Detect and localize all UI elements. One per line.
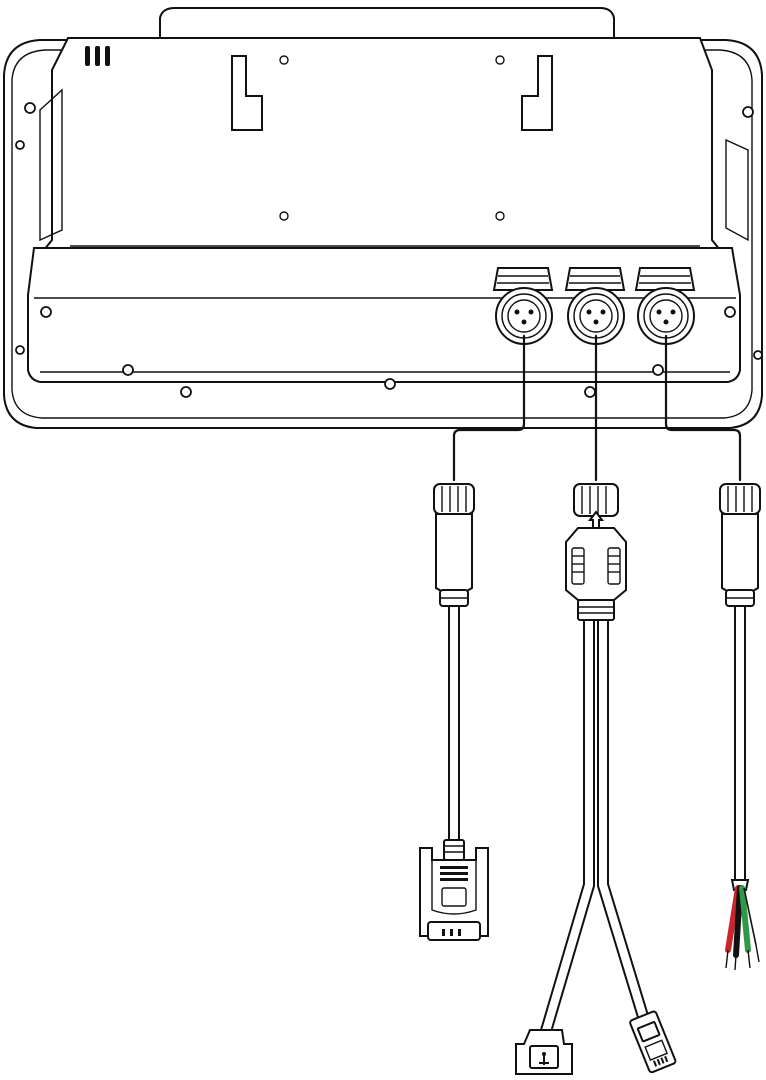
connector-port-2 xyxy=(564,267,626,345)
connector-port-1 xyxy=(492,267,554,345)
red-wire xyxy=(725,885,741,953)
green-wire xyxy=(739,885,751,953)
usb-rj45-y-cable xyxy=(515,483,677,1075)
power-lead-cable xyxy=(719,483,761,891)
panel-cables xyxy=(452,334,742,482)
connector-port-3 xyxy=(634,267,696,345)
panel-rear-housing xyxy=(3,7,763,429)
black-wire xyxy=(733,885,743,958)
serial-db9-cable xyxy=(419,483,489,941)
lead-wires xyxy=(725,885,760,971)
white-wire xyxy=(743,887,757,946)
